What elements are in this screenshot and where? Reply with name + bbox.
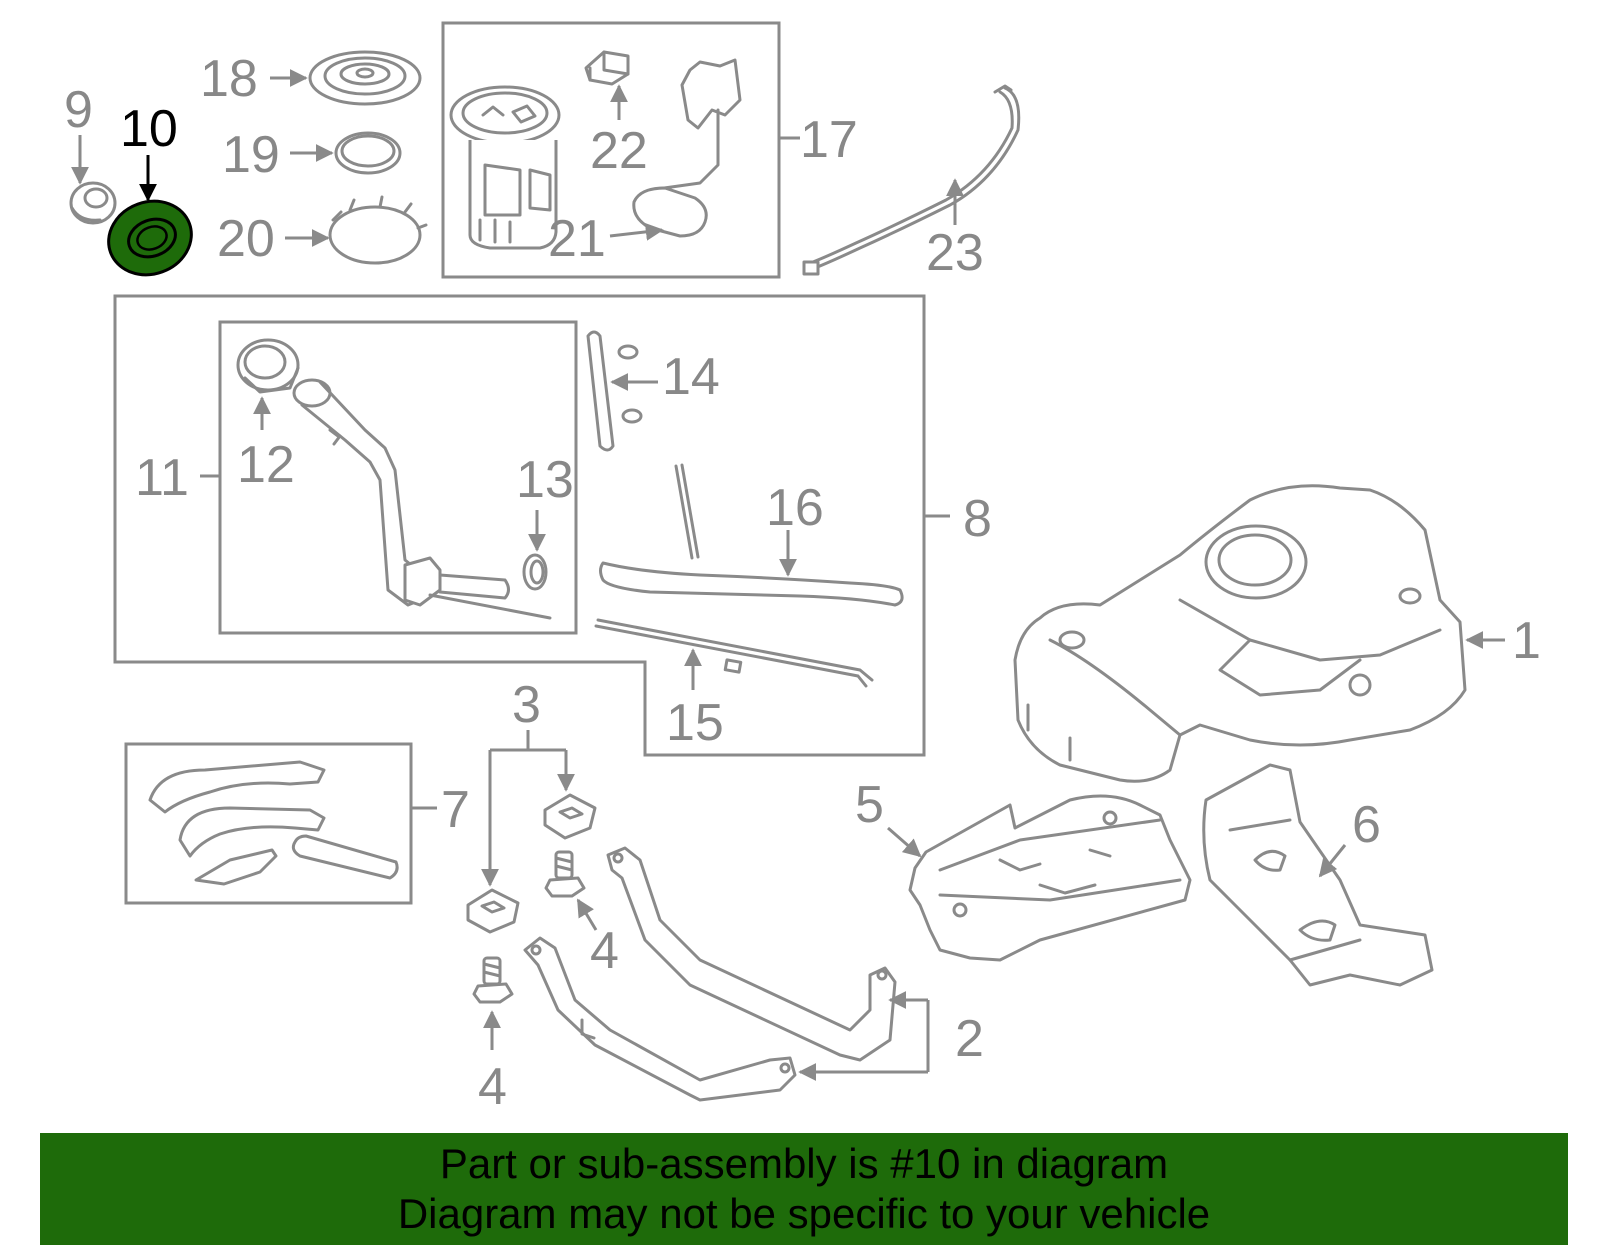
callout-19: 19 bbox=[222, 126, 280, 184]
part-17-fuel-pump-module bbox=[449, 85, 561, 250]
part-14-tube bbox=[586, 330, 643, 452]
part-18-cover bbox=[308, 50, 422, 106]
callout-2: 2 bbox=[955, 1010, 984, 1068]
callout-7: 7 bbox=[441, 781, 470, 839]
info-banner: Part or sub-assembly is #10 in diagram D… bbox=[40, 1133, 1568, 1245]
callout-6: 6 bbox=[1352, 796, 1381, 854]
callout-16: 16 bbox=[766, 479, 824, 537]
part-4-bolt-lower bbox=[472, 956, 514, 1004]
callout-18: 18 bbox=[200, 50, 258, 108]
callout-21: 21 bbox=[548, 210, 606, 268]
part-2-straps bbox=[523, 846, 897, 1102]
callout-14: 14 bbox=[662, 348, 720, 406]
callout-17: 17 bbox=[800, 111, 858, 169]
part-6-shield bbox=[1202, 763, 1434, 987]
part-9-cap bbox=[69, 181, 117, 225]
callout-3: 3 bbox=[512, 676, 541, 734]
part-3-nut-lower bbox=[466, 888, 520, 934]
part-12-grommet bbox=[236, 338, 300, 394]
part-19-gasket bbox=[334, 131, 402, 175]
callout-8: 8 bbox=[963, 490, 992, 548]
part-23-vent-line bbox=[802, 84, 1021, 276]
callout-1: 1 bbox=[1512, 612, 1541, 670]
banner-line-2: Diagram may not be specific to your vehi… bbox=[397, 1190, 1211, 1237]
part-11-filler-pipe bbox=[292, 378, 552, 620]
callout-5: 5 bbox=[855, 776, 884, 834]
callout-23: 23 bbox=[926, 224, 984, 282]
part-3-nut-upper bbox=[543, 793, 597, 840]
callout-9: 9 bbox=[64, 81, 93, 139]
part-7-pads bbox=[148, 760, 399, 886]
banner-line-1: Part or sub-assembly is #10 in diagram bbox=[439, 1140, 1169, 1187]
callout-22: 22 bbox=[590, 122, 648, 180]
callout-4-upper: 4 bbox=[590, 922, 619, 980]
part-16-hose bbox=[599, 463, 904, 607]
part-20-lock-ring bbox=[328, 195, 428, 265]
part-15-rod bbox=[594, 618, 874, 688]
part-10-seal-highlighted bbox=[107, 199, 193, 277]
part-1-fuel-tank bbox=[1013, 484, 1467, 783]
callout-13: 13 bbox=[516, 451, 574, 509]
part-13-clamp bbox=[522, 553, 548, 591]
part-5-heat-shield bbox=[908, 794, 1192, 962]
callout-20: 20 bbox=[217, 210, 275, 268]
callout-15: 15 bbox=[666, 694, 724, 752]
callout-11: 11 bbox=[135, 449, 189, 507]
callout-12: 12 bbox=[237, 436, 295, 494]
part-22-connector bbox=[584, 50, 630, 86]
callout-10: 10 bbox=[120, 100, 178, 158]
callout-4-lower: 4 bbox=[478, 1058, 507, 1116]
part-4-bolt-upper bbox=[544, 850, 586, 898]
